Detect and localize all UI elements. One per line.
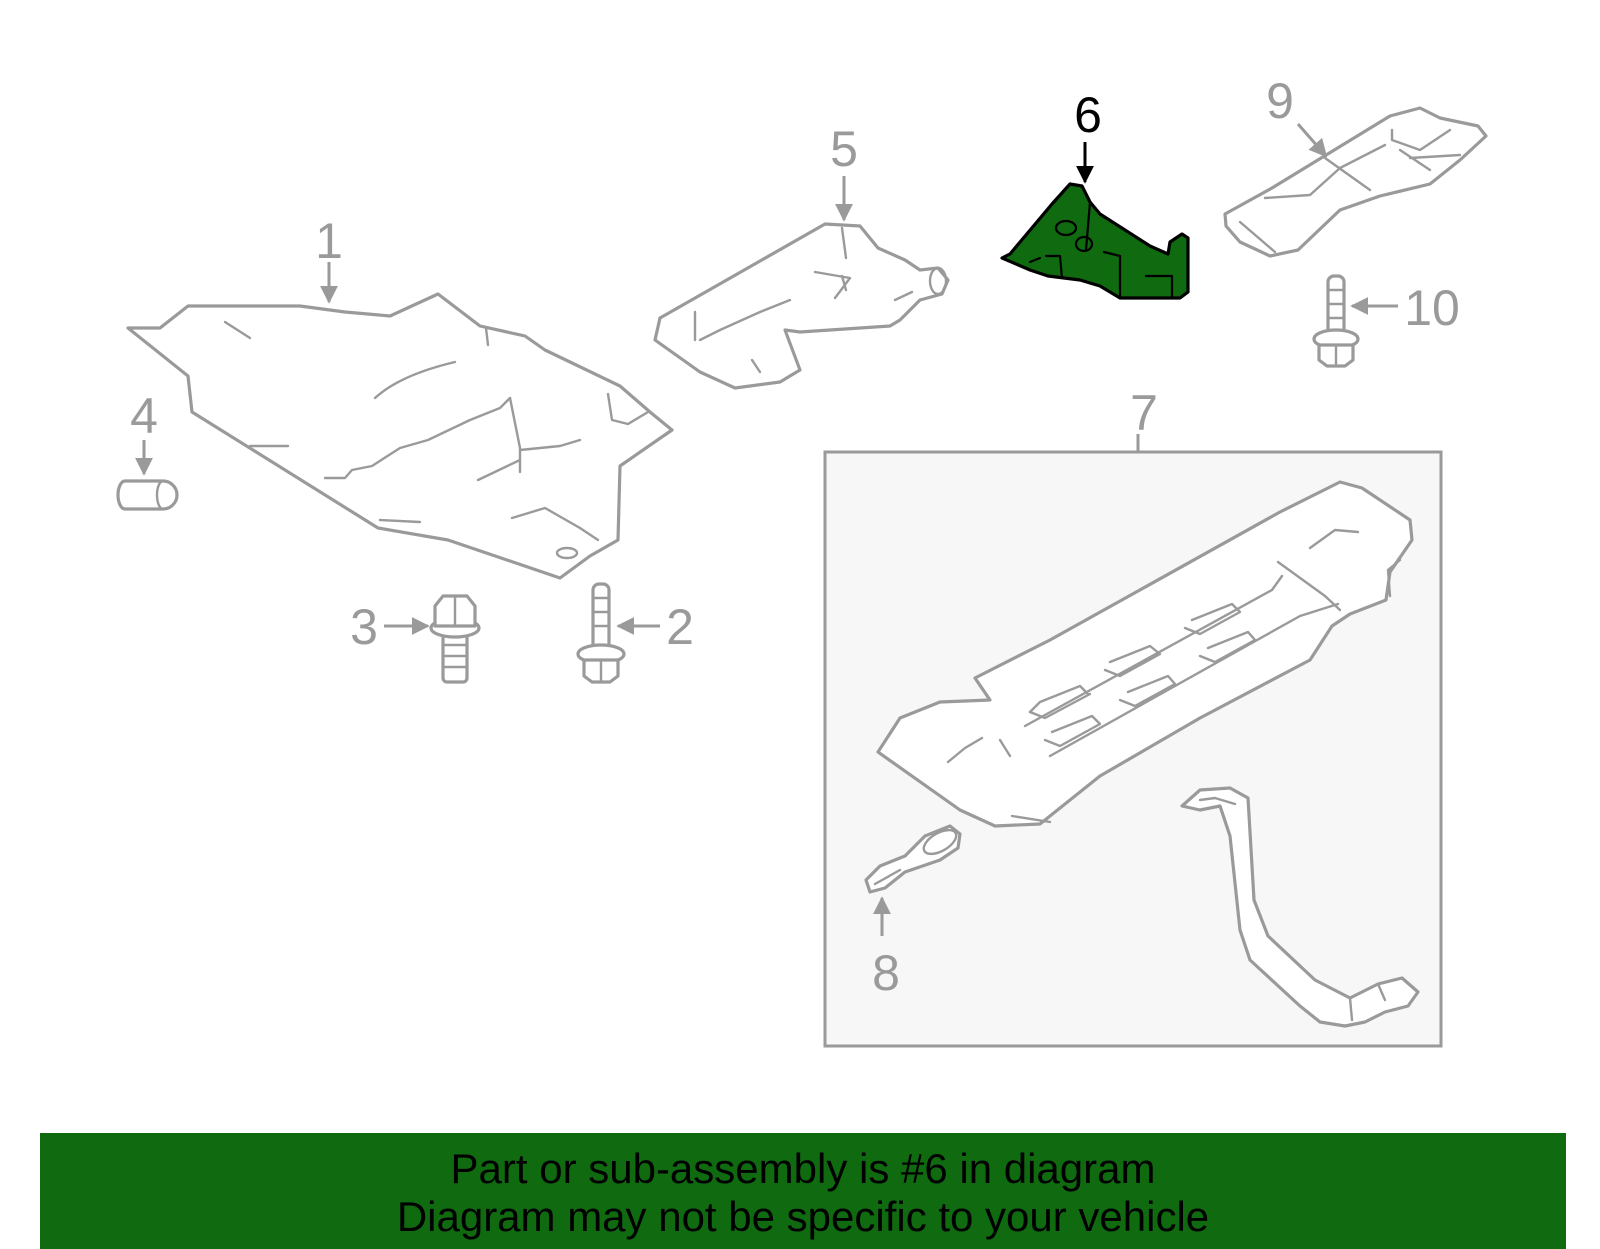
- callout-4: 4: [130, 388, 158, 444]
- callout-2: 2: [666, 599, 694, 655]
- leader-lines: [135, 123, 1398, 936]
- footer-line-2: Diagram may not be specific to your vehi…: [396, 1193, 1210, 1240]
- callout-6: 6: [1074, 87, 1102, 143]
- part-2-bolt[interactable]: [576, 582, 626, 684]
- part-7-shield[interactable]: [876, 480, 1414, 828]
- callout-3: 3: [350, 599, 378, 655]
- part-8-clip[interactable]: [864, 824, 962, 894]
- callout-9: 9: [1266, 73, 1294, 129]
- leader-9: [1296, 123, 1328, 158]
- part-1-under-cover[interactable]: [126, 292, 674, 580]
- callout-5: 5: [830, 121, 858, 177]
- footer-banner: Part or sub-assembly is #6 in diagram Di…: [40, 1133, 1566, 1249]
- part-4-grommet[interactable]: [116, 479, 179, 511]
- part-3-bolt[interactable]: [429, 594, 481, 684]
- part-7-strap[interactable]: [1180, 786, 1420, 1028]
- part-6-bracket[interactable]: [1000, 182, 1190, 300]
- footer-line-1: Part or sub-assembly is #6 in diagram: [450, 1145, 1156, 1192]
- part-10-bolt[interactable]: [1312, 274, 1360, 368]
- callout-7: 7: [1130, 385, 1158, 441]
- callout-1: 1: [315, 213, 343, 269]
- part-9-cover[interactable]: [1223, 106, 1488, 258]
- callout-8: 8: [872, 945, 900, 1001]
- part-5-cover[interactable]: [653, 222, 950, 390]
- callout-10: 10: [1404, 280, 1460, 336]
